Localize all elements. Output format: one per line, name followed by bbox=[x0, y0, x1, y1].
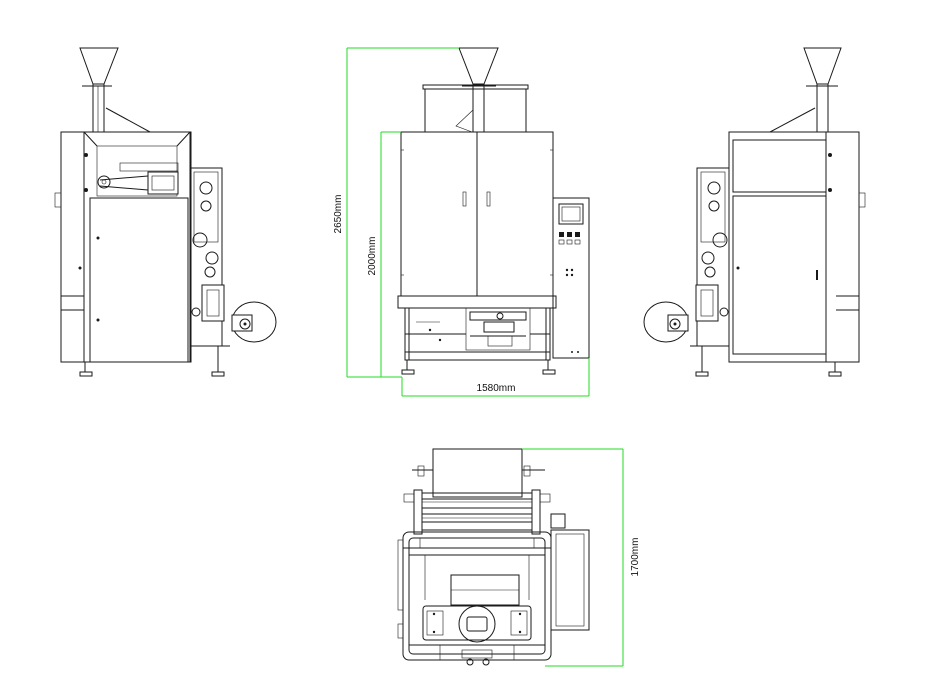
right-film-roll bbox=[643, 301, 689, 343]
right-panel bbox=[732, 195, 827, 355]
dimension-body-height bbox=[380, 131, 401, 377]
top-hopper-outline bbox=[432, 448, 523, 498]
front-view bbox=[346, 47, 590, 397]
control-button bbox=[559, 232, 564, 237]
right-door-handle bbox=[486, 191, 491, 207]
dimension-depth bbox=[522, 448, 624, 667]
left-film-roll bbox=[231, 301, 277, 343]
front-hopper bbox=[455, 47, 499, 133]
right-side-view bbox=[643, 47, 866, 377]
top-sealing-unit bbox=[422, 605, 532, 643]
left-film-carriage bbox=[189, 167, 230, 347]
front-sealing-jaws bbox=[465, 307, 531, 351]
right-hopper bbox=[769, 47, 842, 133]
control-box bbox=[552, 197, 590, 359]
control-button bbox=[575, 232, 580, 237]
control-screen bbox=[558, 203, 584, 225]
top-control-box bbox=[550, 529, 590, 631]
width-label: 1580mm bbox=[477, 383, 516, 394]
left-frame bbox=[60, 131, 192, 363]
top-view bbox=[397, 448, 624, 667]
right-film-carriage bbox=[690, 167, 730, 347]
left-side-view bbox=[54, 47, 277, 377]
right-frame bbox=[728, 131, 860, 363]
left-door-handle bbox=[462, 191, 467, 207]
left-panel bbox=[89, 197, 189, 363]
depth-label: 1700mm bbox=[630, 538, 641, 577]
total-height-label: 2650mm bbox=[333, 195, 344, 234]
control-button bbox=[567, 232, 572, 237]
dimension-width bbox=[401, 358, 590, 397]
body-height-label: 2000mm bbox=[367, 237, 378, 276]
dimension-total-height bbox=[346, 47, 459, 378]
left-hopper bbox=[79, 47, 151, 133]
